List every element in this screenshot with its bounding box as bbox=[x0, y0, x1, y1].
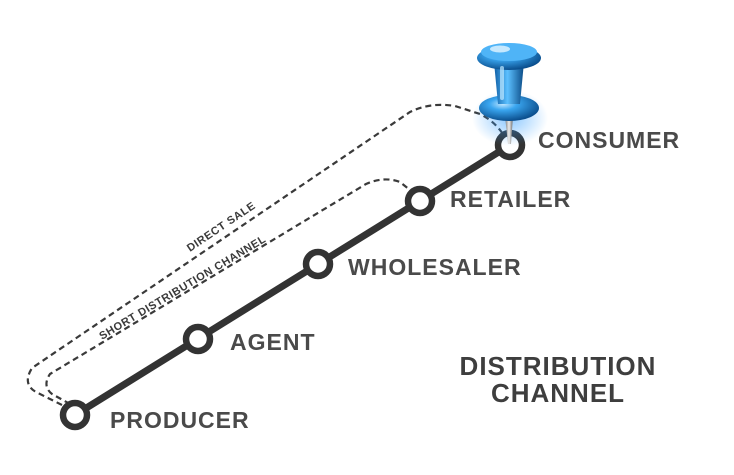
node-producer bbox=[59, 399, 91, 431]
producer-label: PRODUCER bbox=[110, 407, 250, 433]
pushpin-icon bbox=[472, 43, 548, 146]
retailer-label: RETAILER bbox=[450, 186, 571, 212]
consumer-label: CONSUMER bbox=[538, 127, 680, 153]
diagram-title-line2: CHANNEL bbox=[491, 378, 625, 408]
node-wholesaler bbox=[302, 248, 334, 280]
diagram-title-line1: DISTRIBUTION bbox=[460, 351, 657, 381]
wholesaler-label: WHOLESALER bbox=[348, 254, 522, 280]
agent-label: AGENT bbox=[230, 329, 316, 355]
channel-line bbox=[71, 141, 514, 419]
node-agent bbox=[182, 323, 214, 355]
short-channel-route bbox=[45, 178, 421, 405]
node-retailer bbox=[404, 185, 436, 217]
short-channel-label: SHORT DISTRIBUTION CHANNEL bbox=[97, 233, 268, 342]
